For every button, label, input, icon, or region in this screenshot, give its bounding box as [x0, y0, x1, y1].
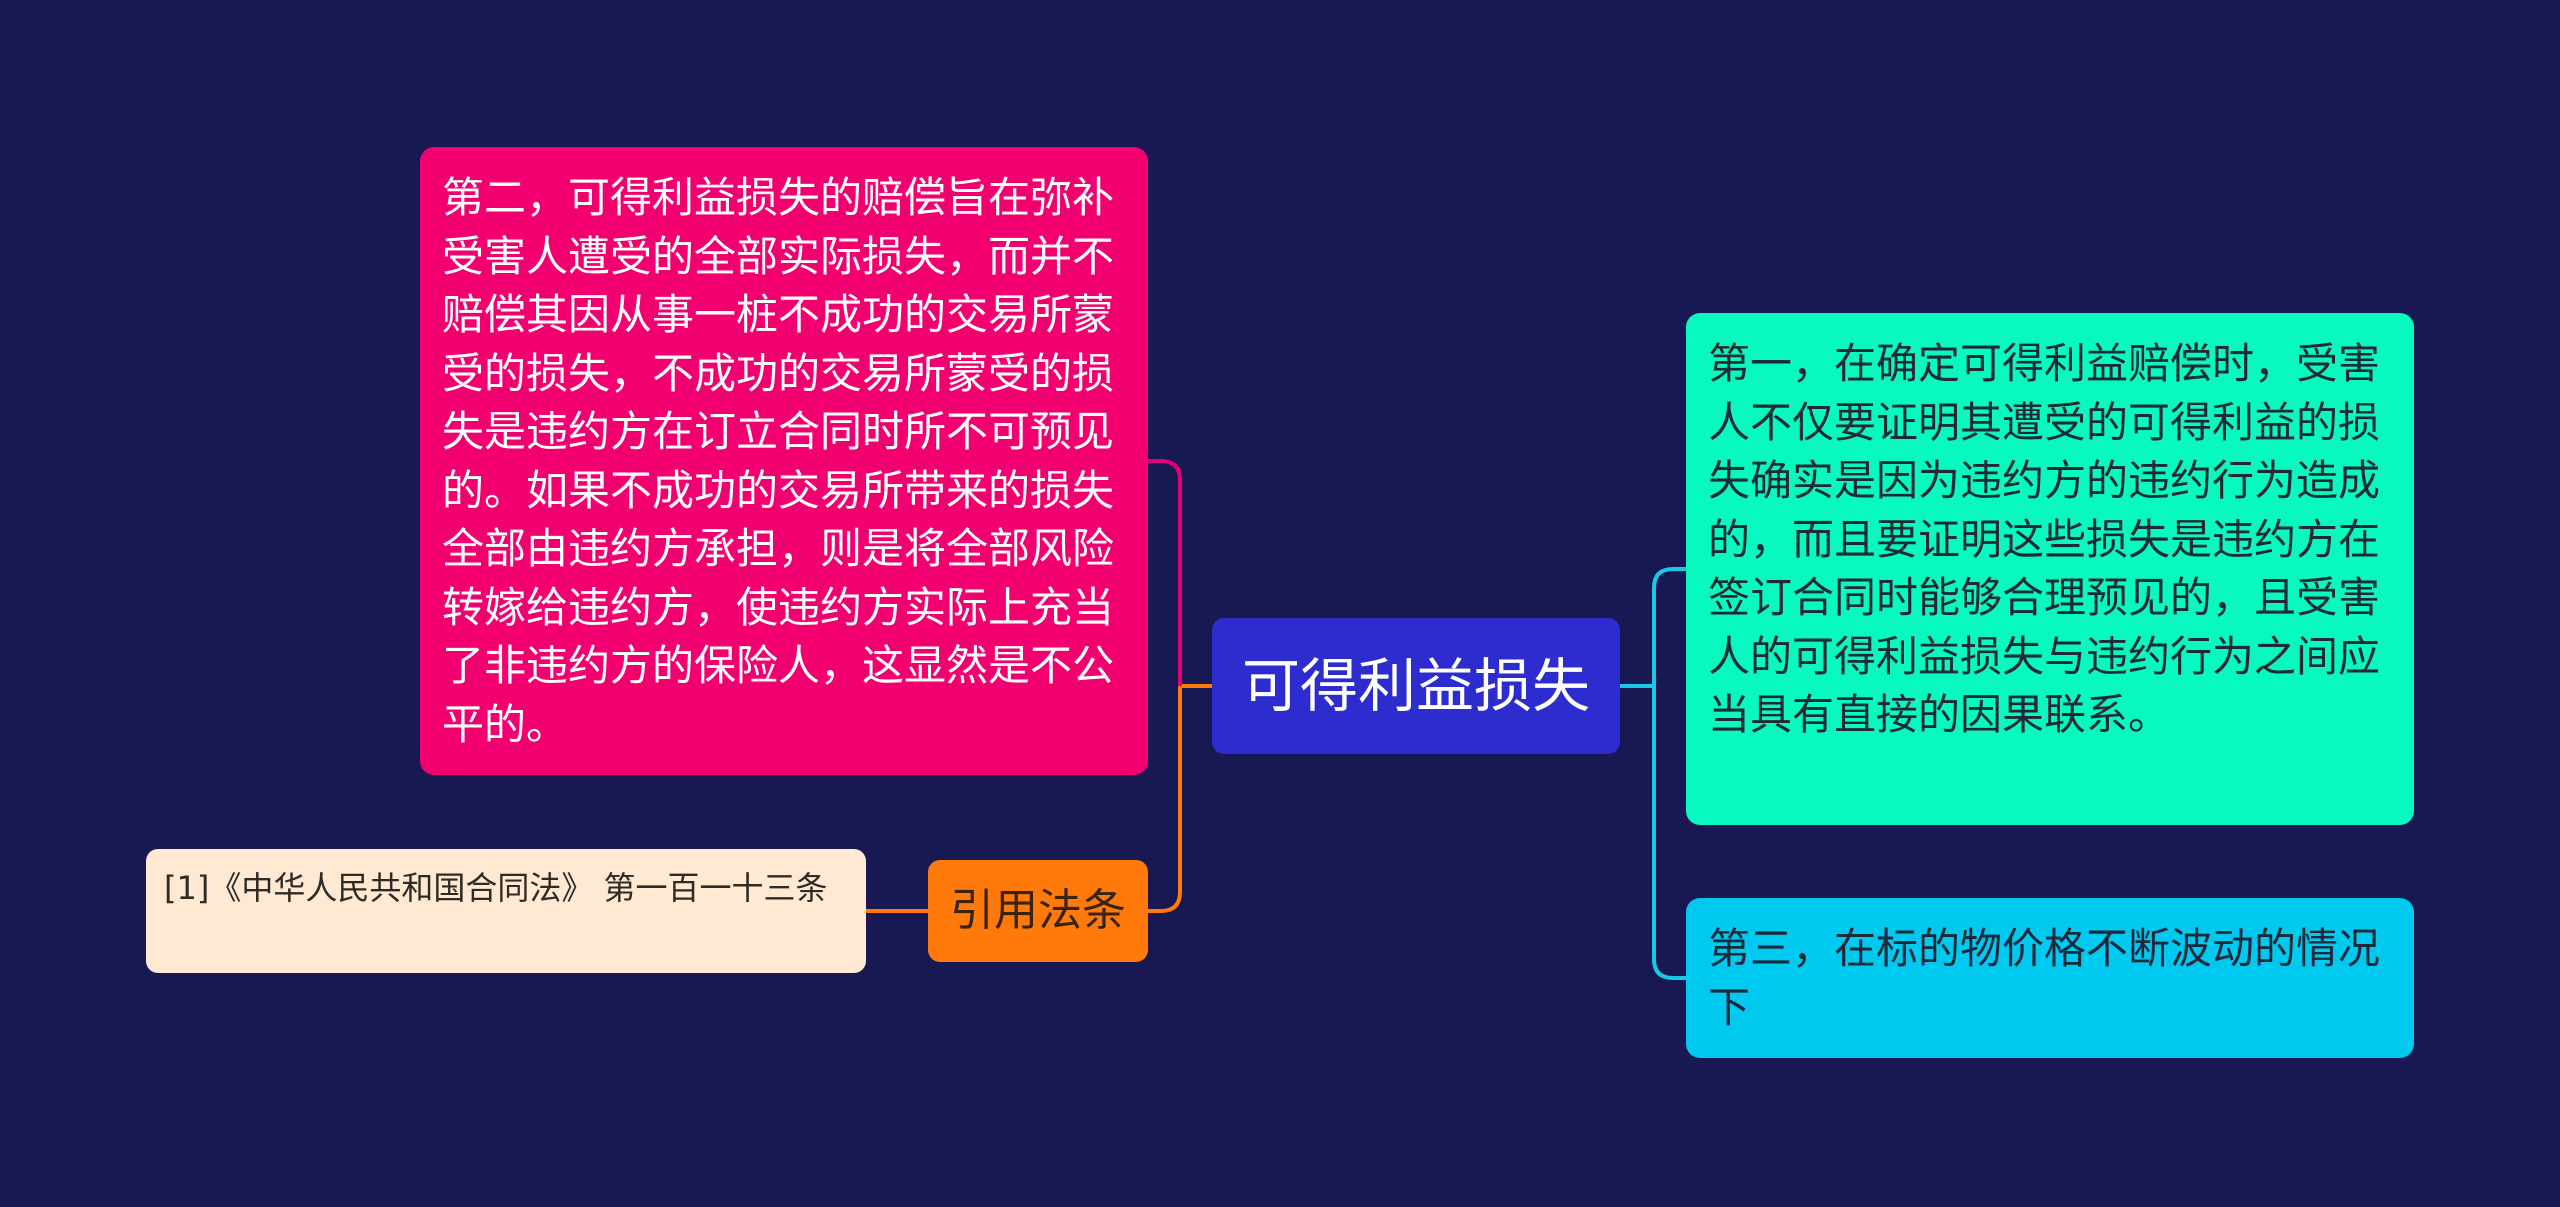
link-left-orange: [1148, 686, 1182, 913]
topic-second-point-text: 第二，可得利益损失的赔偿旨在弥补受害人遭受的全部实际损失，而并不赔偿其因从事一桩…: [442, 173, 1115, 749]
link-right-mint: [1652, 567, 1686, 686]
topic-third-point-text: 第三，在标的物价格不断波动的情况下: [1708, 924, 2381, 1032]
topic-third-point[interactable]: 第三，在标的物价格不断波动的情况下: [1686, 898, 2414, 1058]
link-right-cyan: [1652, 686, 1686, 980]
root-topic-text: 可得利益损失: [1241, 652, 1590, 720]
topic-first-point-text: 第一，在确定可得利益赔偿时，受害人不仅要证明其遭受的可得利益的损失确实是因为违约…: [1708, 339, 2381, 739]
topic-cited-law-text: 引用法条: [950, 885, 1126, 936]
root-topic[interactable]: 可得利益损失: [1212, 618, 1620, 754]
topic-second-point[interactable]: 第二，可得利益损失的赔偿旨在弥补受害人遭受的全部实际损失，而并不赔偿其因从事一桩…: [420, 147, 1148, 775]
topic-contract-law-article[interactable]: [1]《中华人民共和国合同法》 第一百一十三条: [146, 849, 866, 973]
topic-cited-law[interactable]: 引用法条: [928, 860, 1148, 962]
link-left-pink: [1148, 459, 1182, 686]
topic-contract-law-article-text: [1]《中华人民共和国合同法》 第一百一十三条: [164, 869, 828, 907]
topic-first-point[interactable]: 第一，在确定可得利益赔偿时，受害人不仅要证明其遭受的可得利益的损失确实是因为违约…: [1686, 313, 2414, 825]
